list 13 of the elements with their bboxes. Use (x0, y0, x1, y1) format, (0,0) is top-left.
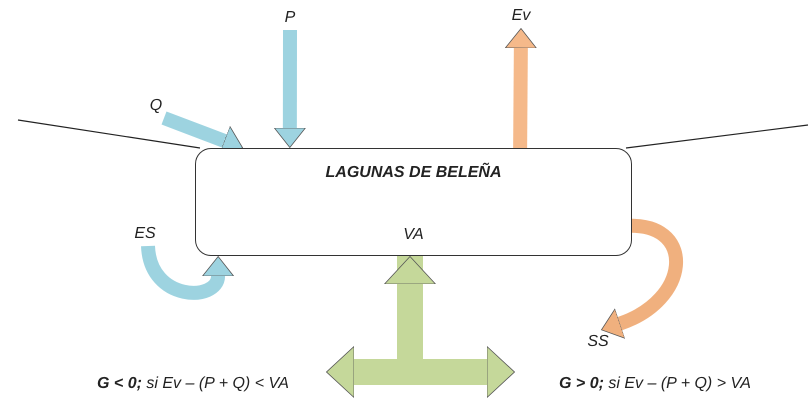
flow-arrow (326, 256, 436, 398)
flow-label: G < 0; si Ev – (P + Q) < VA (60, 372, 326, 396)
flow-arrow (504, 28, 537, 148)
flow-label: G > 0; si Ev – (P + Q) > VA (515, 372, 795, 396)
flow-label: Ev (508, 4, 534, 28)
flow-label: P (280, 6, 300, 30)
flow-label: Q (146, 94, 166, 118)
volume-label: VA (403, 225, 424, 245)
lake-title: LAGUNAS DE BELEÑA (325, 162, 502, 183)
flow-label: ES (130, 222, 160, 246)
flow-arrow (274, 30, 306, 148)
flow-label: SS (583, 330, 613, 354)
lake-box (195, 148, 632, 256)
